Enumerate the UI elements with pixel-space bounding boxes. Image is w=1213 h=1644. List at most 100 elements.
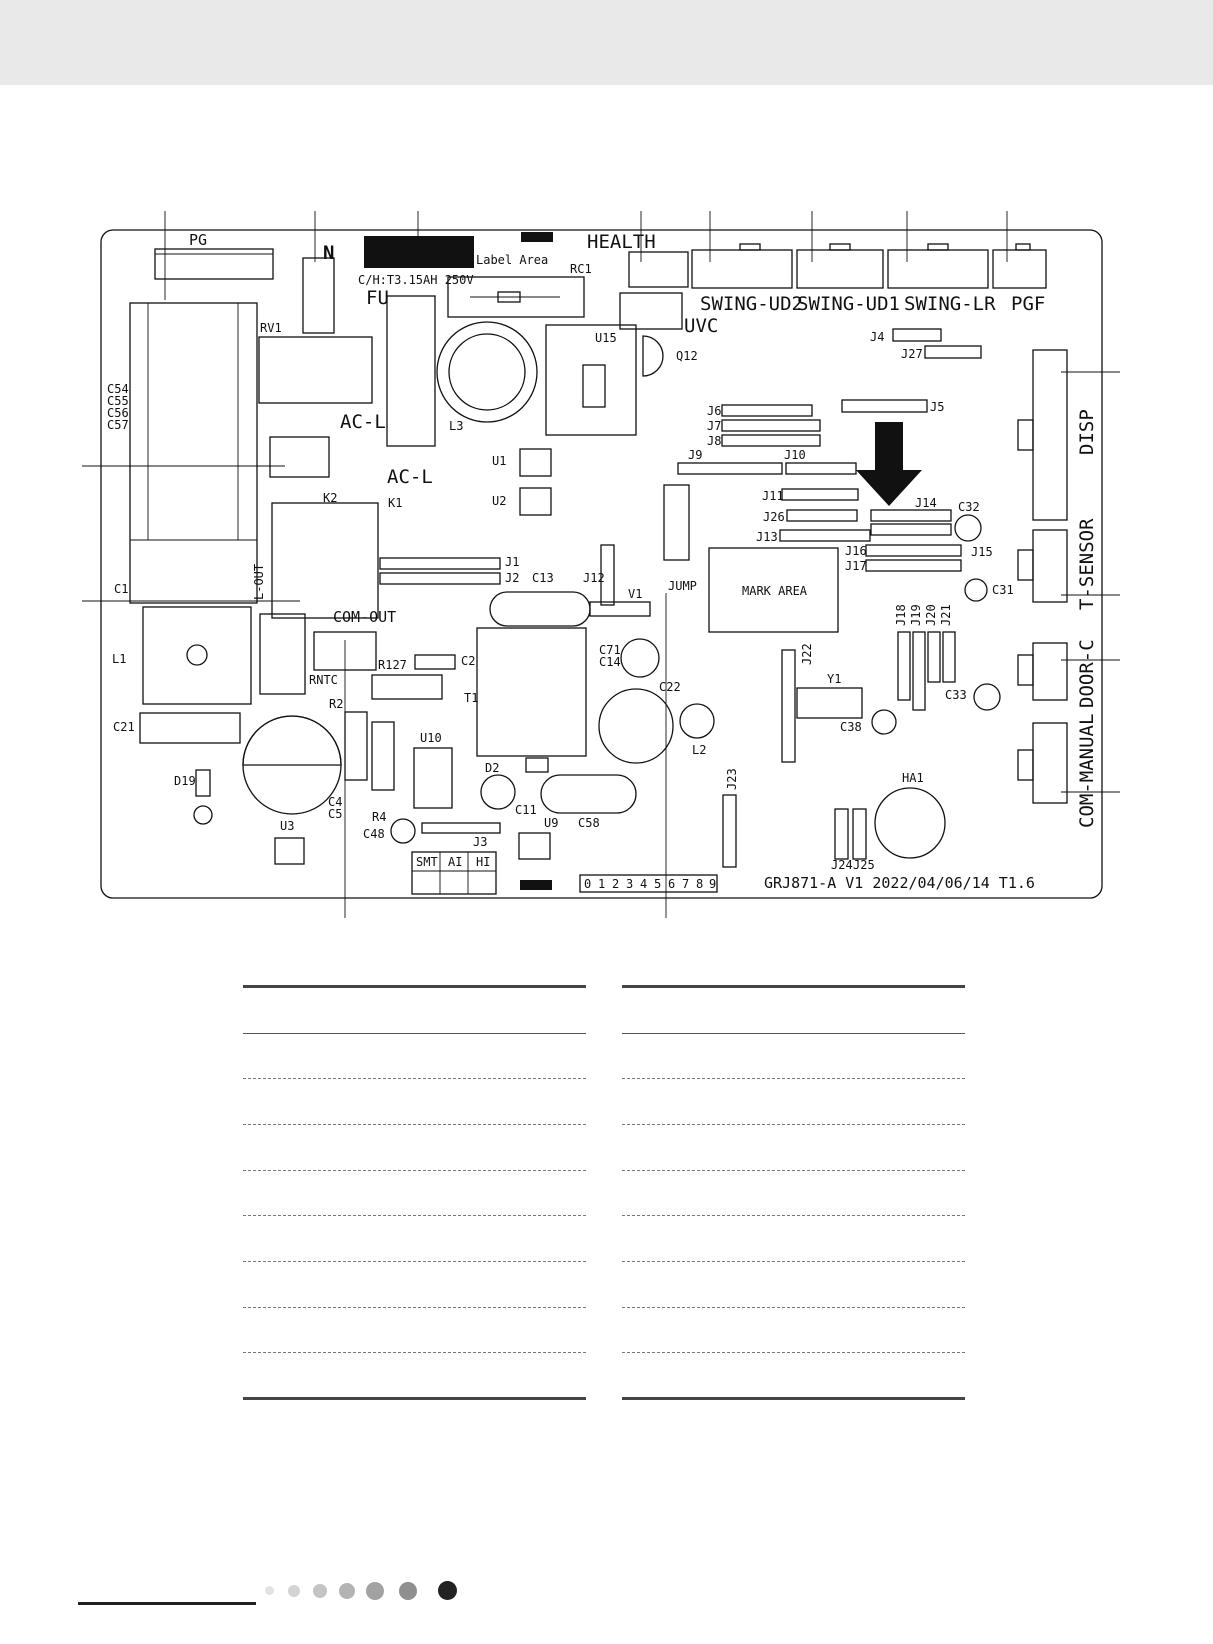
j9-label: J9: [688, 448, 702, 462]
r127-label: R127: [378, 658, 407, 672]
top-connectors: PG N HEALTH SWING-UD2 SWING-UD1 SWING-LR…: [154, 231, 1047, 334]
page-dot-current: [438, 1581, 457, 1600]
mark-area-box: [708, 547, 839, 633]
r2-label: R2: [329, 697, 343, 711]
rv1-label: RV1: [260, 321, 282, 335]
jump-label: JUMP: [668, 579, 697, 593]
ai-label: AI: [448, 855, 462, 869]
d2-label: D2: [485, 761, 499, 775]
fuse: [386, 295, 436, 447]
j24-label: J24: [831, 858, 853, 872]
c58-label: C58: [578, 816, 600, 830]
j21-label: J21: [939, 604, 953, 626]
l-out-label: L-OUT: [252, 564, 266, 600]
n-label: N: [323, 242, 334, 264]
u1-label: U1: [492, 454, 506, 468]
c38-label: C38: [840, 720, 862, 734]
u2-label: U2: [492, 494, 506, 508]
buzzer-ha1: [874, 787, 946, 859]
u15-label: U15: [595, 331, 617, 345]
j18-label: J18: [894, 604, 908, 626]
swing-ud2-label: SWING-UD2: [700, 293, 803, 315]
label-block: [364, 236, 474, 268]
j10-label: J10: [784, 448, 806, 462]
k2-label: K2: [323, 491, 337, 505]
c54-label: C54: [107, 382, 129, 396]
l2-label: L2: [692, 743, 706, 757]
q12-label: Q12: [676, 349, 698, 363]
digit-5: 5: [654, 877, 661, 891]
j16-label: J16: [845, 544, 867, 558]
side-connectors: DISP T-SENSOR DOOR-C COM-MANUAL: [1017, 349, 1098, 828]
page-dot: [366, 1582, 384, 1600]
j13-label: J13: [756, 530, 778, 544]
j17-label: J17: [845, 559, 867, 573]
fuse-rating: C/H:T3.15AH 250V: [358, 273, 474, 287]
c48-label: C48: [363, 827, 385, 841]
hi-label: HI: [476, 855, 490, 869]
digit-3: 3: [626, 877, 633, 891]
k1-label: K1: [388, 496, 402, 510]
t1-label: T1: [464, 691, 478, 705]
digit-0: 0: [584, 877, 591, 891]
j23-label: J23: [725, 768, 739, 790]
board-outline: [100, 229, 1103, 899]
d19-label: D19: [174, 774, 196, 788]
digit-4: 4: [640, 877, 647, 891]
c21-label: C21: [113, 720, 135, 734]
j22-label: J22: [800, 643, 814, 665]
page-dot: [399, 1582, 417, 1600]
page-dot: [313, 1584, 327, 1598]
digit-9: 9: [709, 877, 716, 891]
y1-label: Y1: [827, 672, 841, 686]
process-marks: SMT AI HI: [411, 851, 497, 895]
c22-label: C22: [659, 680, 681, 694]
j2-label: J2: [505, 571, 519, 585]
digit-6: 6: [668, 877, 675, 891]
j19-label: J19: [909, 604, 923, 626]
x-capacitor: [129, 302, 258, 604]
c2-label: C2: [461, 654, 475, 668]
health-label: HEALTH: [587, 231, 656, 253]
smt-label: SMT: [416, 855, 438, 869]
l1-label: L1: [112, 652, 126, 666]
c11-label: C11: [515, 803, 537, 817]
pgf-label: PGF: [1011, 293, 1045, 315]
ac-l-label-1: AC-L: [340, 411, 386, 433]
header-band: [0, 0, 1213, 85]
capacitor-c22: [598, 688, 674, 764]
digit-strip: 0 1 2 3 4 5 6 7 8 9: [579, 874, 718, 893]
c1-label: C1: [114, 582, 128, 596]
c32-label: C32: [958, 500, 980, 514]
ac-l-label-2: AC-L: [387, 466, 433, 488]
c14-label: C14: [599, 655, 621, 669]
l1-choke: [142, 606, 252, 705]
j15-label: J15: [971, 545, 993, 559]
j5-label: J5: [930, 400, 944, 414]
com-out-label: COM-OUT: [333, 608, 396, 626]
j1-label: J1: [505, 555, 519, 569]
page-dot: [288, 1585, 300, 1597]
mark-area-label: MARK AREA: [742, 584, 808, 598]
silk-mark-bottom: [520, 880, 552, 890]
j12-label: J12: [583, 571, 605, 585]
com-manual-label: COM-MANUAL: [1076, 714, 1098, 828]
relay-k2: [271, 502, 379, 619]
door-c-label: DOOR-C: [1076, 639, 1098, 708]
j27-label: J27: [901, 347, 923, 361]
c56-label: C56: [107, 406, 129, 420]
ha1-label: HA1: [902, 771, 924, 785]
c33-label: C33: [945, 688, 967, 702]
c13-label: C13: [532, 571, 554, 585]
u9-label: U9: [544, 816, 558, 830]
rc1-label: RC1: [570, 262, 592, 276]
digit-1: 1: [598, 877, 605, 891]
l3-label: L3: [449, 419, 463, 433]
version-label: GRJ871-A V1 2022/04/06/14 T1.6: [764, 874, 1035, 892]
j25-label: J25: [853, 858, 875, 872]
j20-label: J20: [924, 604, 938, 626]
transformer: [476, 627, 587, 757]
c57-label: C57: [107, 418, 129, 432]
c5-label: C5: [328, 807, 342, 821]
